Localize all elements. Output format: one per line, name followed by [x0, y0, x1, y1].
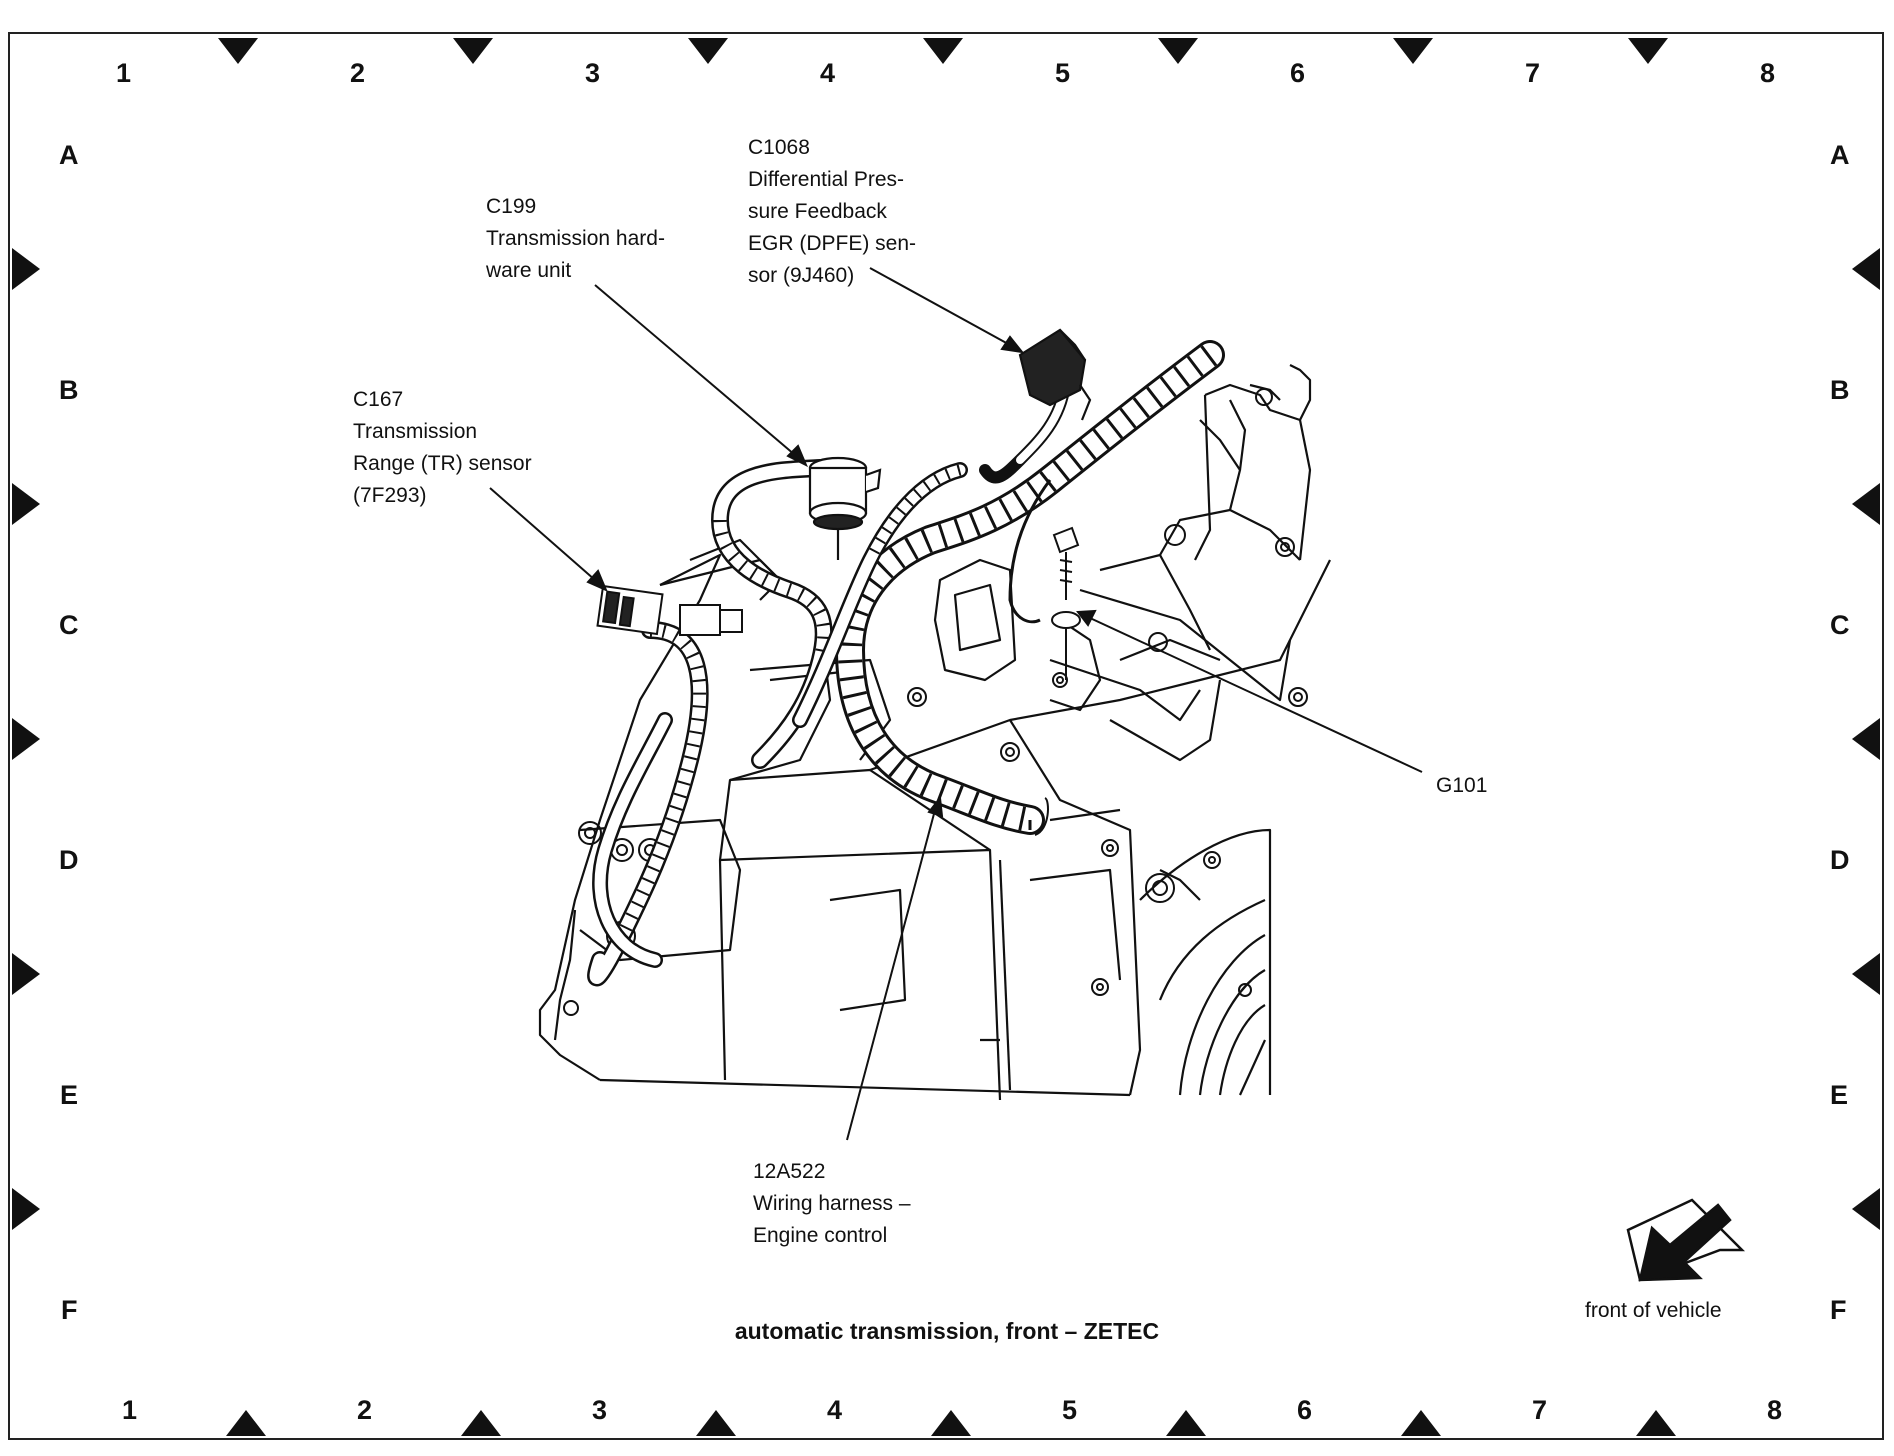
- c167-line: Transmission: [353, 420, 478, 443]
- row-label-right: C: [1830, 610, 1850, 640]
- c167-code: C167: [353, 388, 404, 411]
- g101-code: G101: [1436, 774, 1488, 797]
- c1068-line: EGR (DPFE) sen-: [748, 232, 917, 255]
- row-label-right: A: [1830, 140, 1850, 170]
- column-label-top: 2: [350, 58, 366, 88]
- row-label-left: E: [60, 1080, 79, 1110]
- transmission-hardware-unit: [808, 456, 882, 560]
- row-label-right: D: [1830, 845, 1850, 875]
- column-label-bottom: 7: [1532, 1395, 1548, 1425]
- harness-callout: 12A522 Wiring harness – Engine control: [753, 1156, 911, 1252]
- row-label-right: B: [1830, 375, 1850, 405]
- front-of-vehicle-arrow-icon: [1626, 1198, 1746, 1282]
- row-label-left: B: [59, 375, 79, 405]
- c199-line: Transmission hard-: [486, 227, 665, 250]
- column-label-bottom: 8: [1767, 1395, 1783, 1425]
- column-label-bottom: 2: [357, 1395, 373, 1425]
- c199-callout: C199 Transmission hard- ware unit: [486, 191, 665, 287]
- column-label-top: 3: [585, 58, 601, 88]
- diagram-caption: automatic transmission, front – ZETEC: [734, 1318, 1160, 1344]
- column-label-top: 1: [116, 58, 132, 88]
- wiring-harness: [587, 340, 1225, 987]
- column-label-bottom: 6: [1297, 1395, 1313, 1425]
- c199-code: C199: [486, 195, 537, 218]
- left-grid-markers: [12, 248, 40, 1230]
- bottom-grid-markers: [226, 1410, 1676, 1436]
- c1068-code: C1068: [748, 136, 810, 159]
- top-grid-markers: [218, 38, 1668, 64]
- column-label-top: 7: [1525, 58, 1541, 88]
- c1068-line: Differential Pres-: [748, 168, 905, 191]
- column-label-top: 8: [1760, 58, 1776, 88]
- harness-line: Engine control: [753, 1224, 888, 1247]
- c167-line: Range (TR) sensor: [353, 452, 532, 475]
- c199-line: ware unit: [486, 259, 572, 282]
- harness-code: 12A522: [753, 1160, 826, 1183]
- row-label-left: C: [59, 610, 79, 640]
- g101-callout: G101: [1436, 770, 1487, 802]
- row-label-right: E: [1830, 1080, 1849, 1110]
- ground-bolt: [1051, 526, 1081, 680]
- c167-callout: C167 Transmission Range (TR) sensor (7F2…: [353, 384, 532, 512]
- tr-sensor-connector: [596, 584, 743, 636]
- c167-line: (7F293): [353, 484, 427, 507]
- c1068-callout: C1068 Differential Pres- sure Feedback E…: [748, 132, 916, 292]
- diagram-frame: [8, 32, 1884, 1440]
- right-grid-markers: [1852, 248, 1880, 1230]
- row-label-right: F: [1830, 1295, 1847, 1325]
- dpfe-sensor: [1018, 328, 1092, 421]
- row-label-left: A: [59, 140, 79, 170]
- row-label-left: D: [59, 845, 79, 875]
- c1068-line: sor (9J460): [748, 264, 855, 287]
- column-label-bottom: 5: [1062, 1395, 1078, 1425]
- harness-line: Wiring harness –: [753, 1192, 911, 1215]
- front-of-vehicle-label: front of vehicle: [1585, 1299, 1722, 1322]
- column-label-top: 6: [1290, 58, 1306, 88]
- column-label-top: 5: [1055, 58, 1071, 88]
- c1068-line: sure Feedback: [748, 200, 887, 223]
- column-label-bottom: 1: [122, 1395, 138, 1425]
- column-label-top: 4: [820, 58, 836, 88]
- column-label-bottom: 4: [827, 1395, 843, 1425]
- leader-lines: [489, 267, 1423, 1141]
- row-label-left: F: [61, 1295, 78, 1325]
- column-label-bottom: 3: [592, 1395, 608, 1425]
